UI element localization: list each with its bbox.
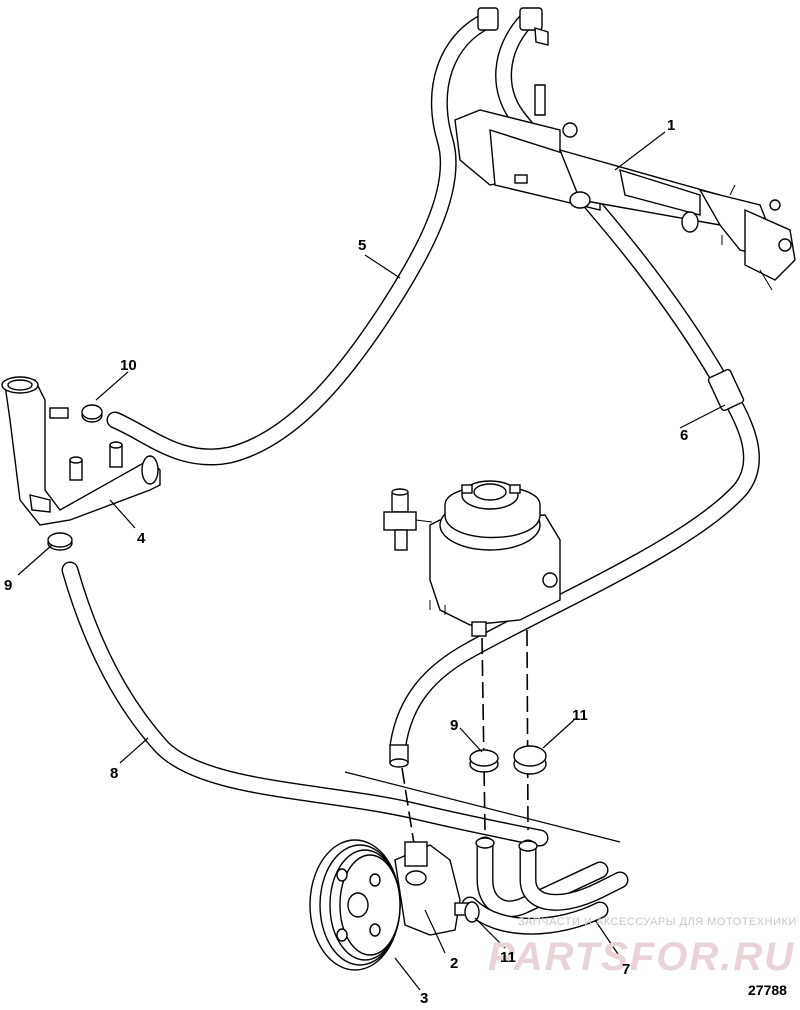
callout-9-upper: 9 [4, 577, 12, 594]
power-steering-pump-2[interactable] [394, 841, 474, 936]
clamp-9-lower[interactable] [469, 749, 499, 773]
hose-5[interactable] [106, 11, 497, 466]
callout-8: 8 [110, 765, 118, 782]
dash-line-right [526, 629, 529, 831]
steering-cylinder-1[interactable] [454, 84, 796, 291]
reservoir[interactable] [429, 480, 561, 637]
callout-10: 10 [120, 357, 137, 374]
pulley-3[interactable] [309, 839, 401, 971]
callout-11-lower: 11 [500, 949, 516, 966]
hose-8[interactable] [61, 561, 549, 847]
watermark: ЗАПЧАСТИ И АКСЕССУАРЫ ДЛЯ МОТОТЕХНИКИ PA… [488, 916, 797, 979]
clamp-9-upper[interactable] [47, 532, 73, 551]
callout-3: 3 [420, 990, 428, 1005]
dash-line-left [481, 637, 486, 831]
callout-labels: 1 2 3 4 5 6 7 8 9 9 10 11 11 [4, 117, 688, 1007]
callout-9-lower: 9 [450, 717, 458, 734]
tee-fitting-4[interactable] [1, 376, 161, 526]
clamp-11-lower[interactable] [464, 901, 480, 923]
hose-fittings-top [477, 7, 549, 46]
reservoir-valve [383, 488, 433, 551]
leader-lines [17, 131, 726, 991]
watermark-brand: PARTSFOR.RU [488, 935, 795, 979]
hose-7[interactable] [461, 836, 629, 935]
callout-2: 2 [450, 955, 458, 972]
dash-line-pump [401, 767, 416, 851]
callout-1: 1 [667, 117, 675, 134]
hose-sleeve [707, 368, 745, 412]
callout-5: 5 [358, 237, 366, 254]
clamp-11-upper[interactable] [513, 745, 547, 775]
reference-line [344, 771, 621, 843]
callout-4: 4 [137, 530, 146, 547]
pressure-fitting [389, 744, 409, 768]
figure-number: 27788 [748, 982, 787, 998]
callout-11-upper: 11 [572, 707, 588, 724]
clamp-10[interactable] [81, 404, 103, 423]
callout-6: 6 [680, 427, 688, 444]
watermark-tagline: ЗАПЧАСТИ И АКСЕССУАРЫ ДЛЯ МОТОТЕХНИКИ [518, 916, 797, 928]
callout-7: 7 [622, 961, 630, 978]
